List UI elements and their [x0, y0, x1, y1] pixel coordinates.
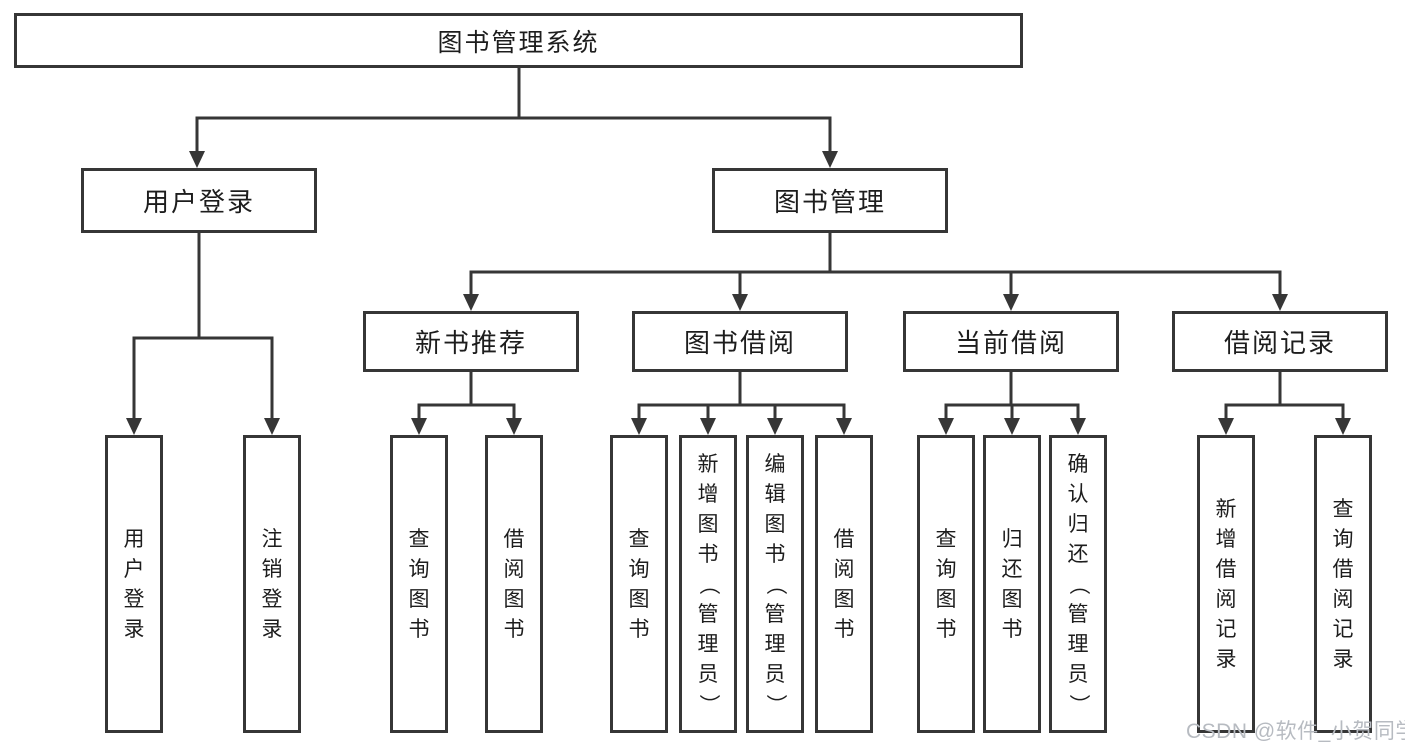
leaf-search-books-current: 查询图书	[917, 435, 975, 733]
node-book-management: 图书管理	[712, 168, 948, 233]
node-root-library-system: 图书管理系统	[14, 13, 1023, 68]
leaf-search-books-recommend: 查询图书	[390, 435, 448, 733]
leaf-edit-books-admin: 编辑图书（管理员）	[746, 435, 804, 733]
leaf-return-books: 归还图书	[983, 435, 1041, 733]
node-user-login: 用户登录	[81, 168, 317, 233]
leaf-add-books-admin: 新增图书（管理员）	[679, 435, 737, 733]
leaf-logout: 注销登录	[243, 435, 301, 733]
leaf-user-login: 用户登录	[105, 435, 163, 733]
node-book-borrowing: 图书借阅	[632, 311, 848, 372]
node-current-borrowing: 当前借阅	[903, 311, 1119, 372]
leaf-search-borrow-record: 查询借阅记录	[1314, 435, 1372, 733]
leaf-borrow-books: 借阅图书	[815, 435, 873, 733]
leaf-search-books-borrow: 查询图书	[610, 435, 668, 733]
node-borrowing-records: 借阅记录	[1172, 311, 1388, 372]
leaf-borrow-books-recommend: 借阅图书	[485, 435, 543, 733]
leaf-confirm-return-admin: 确认归还（管理员）	[1049, 435, 1107, 733]
node-new-book-recommendation: 新书推荐	[363, 311, 579, 372]
leaf-add-borrow-record: 新增借阅记录	[1197, 435, 1255, 733]
csdn-watermark: CSDN @软件_小贺同学	[1186, 720, 1405, 743]
